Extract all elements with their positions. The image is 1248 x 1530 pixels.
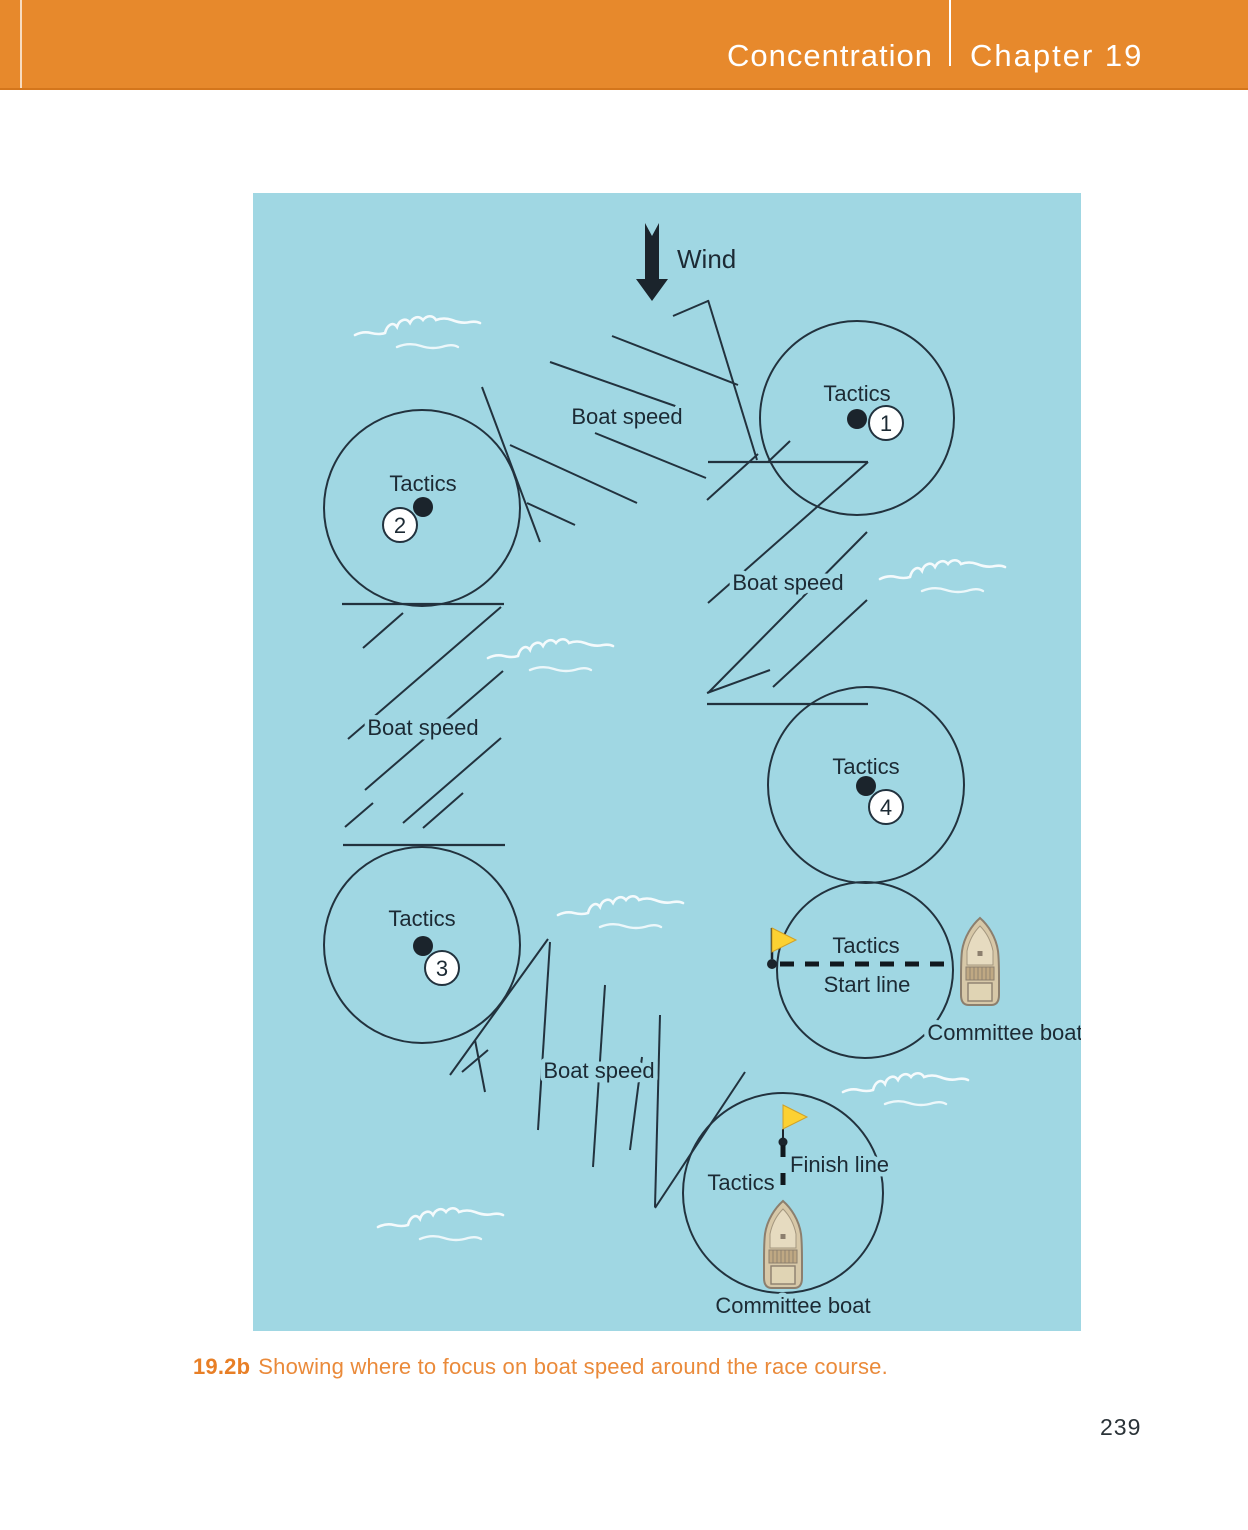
wind-label: Wind (677, 244, 736, 274)
mark-dot-1 (847, 409, 867, 429)
finish-line-circle (682, 1092, 884, 1294)
mark-3: Tactics 3 (384, 902, 460, 986)
tactics-label-3: Tactics (388, 906, 455, 931)
mark-dot-2 (413, 497, 433, 517)
race-course-diagram: Wind Boat speed Boat speed Boat speed Bo… (323, 223, 1087, 1323)
finish-tactics-label: Tactics (707, 1170, 774, 1195)
mark-badge-3 (424, 950, 460, 986)
boat-speed-label-top: Boat speed (571, 404, 682, 429)
finish-committee-boat-label: Committee boat (715, 1293, 870, 1318)
figure-caption: 19.2b Showing where to focus on boat spee… (193, 1354, 888, 1380)
boat-speed-hatches-top (481, 299, 758, 543)
layline-segments (342, 460, 868, 847)
mark-number-4: 4 (880, 795, 892, 820)
start-line-circle (776, 881, 954, 1059)
finish-line-group: Finish line Tactics Committee boat (703, 1104, 894, 1323)
start-pin-dot (767, 959, 777, 969)
start-flag-icon (771, 927, 798, 953)
start-tactics-label: Tactics (832, 933, 899, 958)
mark-badge-4 (868, 789, 904, 825)
figure-caption-text: Showing where to focus on boat speed aro… (258, 1354, 888, 1379)
start-line-group: Tactics Start line Committee boat (767, 917, 1087, 1050)
tactics-label-1: Tactics (823, 381, 890, 406)
mark-badge-1 (868, 405, 904, 441)
tactics-circle-3 (323, 846, 521, 1044)
header-left-divider (20, 0, 22, 88)
mark-number-2: 2 (394, 513, 406, 538)
tactics-circle-1 (759, 320, 955, 516)
header-chapter-title: Chapter 19 (970, 38, 1144, 73)
mark-dot-4 (856, 776, 876, 796)
mark-number-3: 3 (436, 956, 448, 981)
race-course-figure: Wind Boat speed Boat speed Boat speed Bo… (253, 193, 1087, 1331)
wind-arrow: Wind (636, 223, 741, 301)
committee-boat-finish-icon (763, 1200, 803, 1289)
boat-speed-hatches-left (344, 606, 504, 829)
wave-icon (353, 314, 1007, 1242)
tactics-label-2: Tactics (389, 471, 456, 496)
start-committee-boat-label: Committee boat (927, 1020, 1081, 1045)
boat-speed-label-right: Boat speed (732, 570, 843, 595)
header-separator-line (949, 0, 951, 66)
mark-1: Tactics 1 (819, 377, 904, 441)
tactics-label-4: Tactics (832, 754, 899, 779)
figure-caption-number: 19.2b (193, 1354, 251, 1379)
mark-dot-3 (413, 936, 433, 956)
mark-2: Tactics 2 (382, 467, 461, 543)
mark-badge-2 (382, 507, 418, 543)
page-number: 239 (1100, 1414, 1142, 1440)
finish-pin-dot (778, 1137, 788, 1147)
start-line-label: Start line (824, 972, 911, 997)
mark-number-1: 1 (880, 411, 892, 436)
boat-speed-label-bottom: Boat speed (543, 1058, 654, 1083)
mark-4: Tactics 4 (828, 750, 904, 825)
header-section-title: Concentration (726, 38, 933, 73)
tactics-circle-2 (323, 409, 521, 607)
boat-speed-label-left: Boat speed (367, 715, 478, 740)
tactics-circles (323, 320, 965, 1294)
finish-line-label: Finish line (790, 1152, 889, 1177)
committee-boat-start-icon (960, 917, 1000, 1006)
chapter-header-bar: Concentration Chapter 19 (0, 0, 1248, 90)
finish-flag-icon (782, 1104, 809, 1130)
boat-speed-hatches-right (706, 440, 869, 694)
